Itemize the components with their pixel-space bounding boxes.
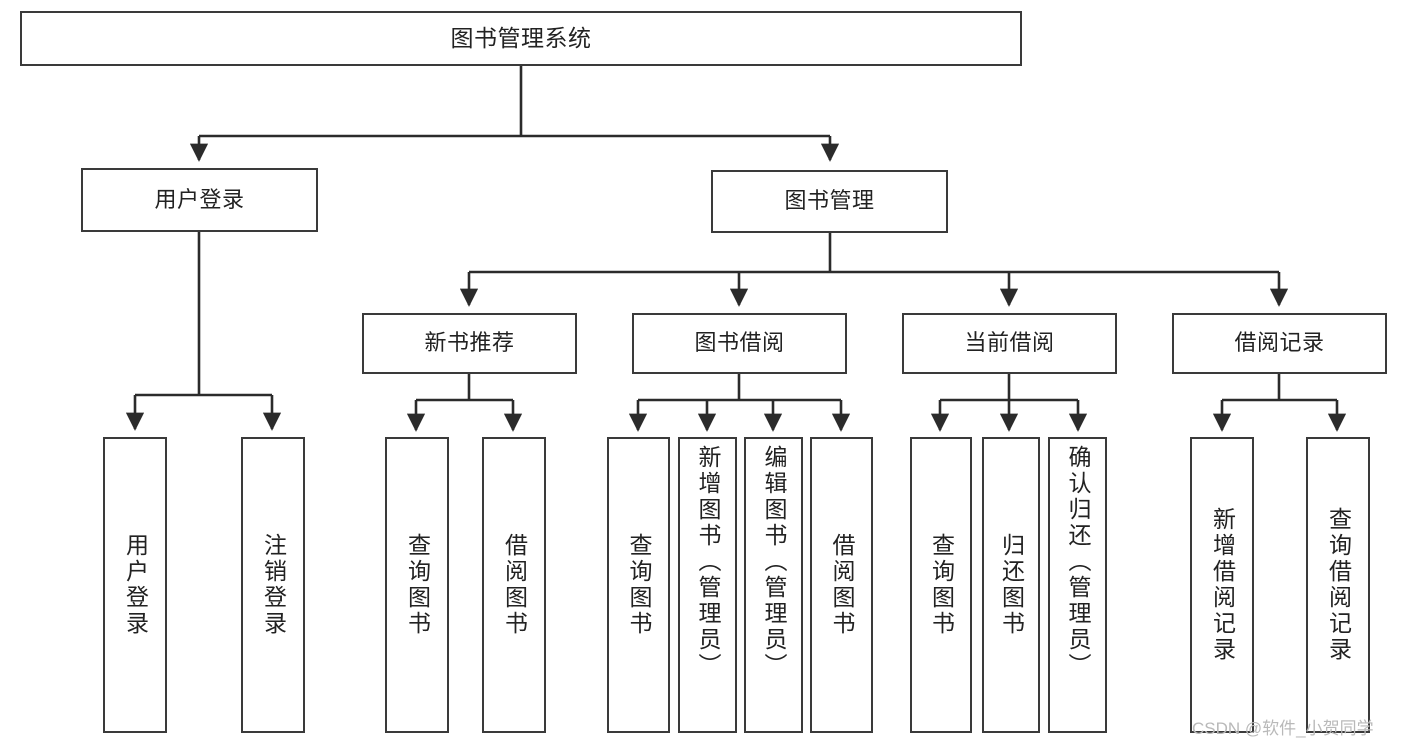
node-current-borrow[interactable]: 当前借阅	[902, 313, 1117, 374]
node-label: 用户登录	[154, 186, 245, 212]
leaf-query-book-current[interactable]: 查询图书	[910, 437, 972, 733]
node-label: 查询图书	[626, 533, 652, 637]
leaf-borrow-book-recommend[interactable]: 借阅图书	[482, 437, 546, 733]
leaf-borrow-book-borrow[interactable]: 借阅图书	[810, 437, 873, 733]
node-label: 查询图书	[404, 533, 431, 637]
node-label: 图书管理系统	[450, 24, 592, 51]
node-label: 查询借阅记录	[1325, 507, 1352, 663]
node-user-login[interactable]: 用户登录	[81, 168, 318, 232]
node-book-borrow[interactable]: 图书借阅	[632, 313, 847, 374]
node-label: 借阅图书	[829, 533, 855, 637]
leaf-confirm-return-admin[interactable]: 确认归还（管理员）	[1048, 437, 1107, 733]
leaf-query-borrow-record[interactable]: 查询借阅记录	[1306, 437, 1370, 733]
node-label: 借阅图书	[501, 533, 528, 637]
node-label: 当前借阅	[964, 330, 1055, 356]
node-label: 编辑图书（管理员）	[761, 445, 787, 679]
leaf-add-book-admin[interactable]: 新增图书（管理员）	[678, 437, 737, 733]
leaf-query-book-recommend[interactable]: 查询图书	[385, 437, 449, 733]
node-label: 用户登录	[122, 533, 149, 637]
node-label: 新书推荐	[424, 330, 515, 356]
node-label: 图书借阅	[694, 330, 785, 356]
node-label: 归还图书	[998, 533, 1025, 637]
leaf-logout-login[interactable]: 注销登录	[241, 437, 305, 733]
csdn-watermark: CSDN @软件_小贺同学	[1192, 719, 1374, 738]
leaf-return-book[interactable]: 归还图书	[982, 437, 1040, 733]
node-label: 借阅记录	[1234, 330, 1325, 356]
node-label: 注销登录	[260, 533, 287, 637]
node-label: 新增借阅记录	[1209, 507, 1236, 663]
node-root-book-management-system[interactable]: 图书管理系统	[20, 11, 1022, 66]
leaf-query-book-borrow[interactable]: 查询图书	[607, 437, 670, 733]
node-borrow-record[interactable]: 借阅记录	[1172, 313, 1387, 374]
node-label: 查询图书	[928, 533, 955, 637]
node-new-book-recommend[interactable]: 新书推荐	[362, 313, 577, 374]
node-label: 图书管理	[784, 188, 875, 214]
leaf-user-login[interactable]: 用户登录	[103, 437, 167, 733]
node-book-management[interactable]: 图书管理	[711, 170, 948, 233]
node-label: 确认归还（管理员）	[1065, 445, 1091, 679]
node-label: 新增图书（管理员）	[695, 445, 721, 679]
leaf-edit-book-admin[interactable]: 编辑图书（管理员）	[744, 437, 803, 733]
leaf-add-borrow-record[interactable]: 新增借阅记录	[1190, 437, 1254, 733]
